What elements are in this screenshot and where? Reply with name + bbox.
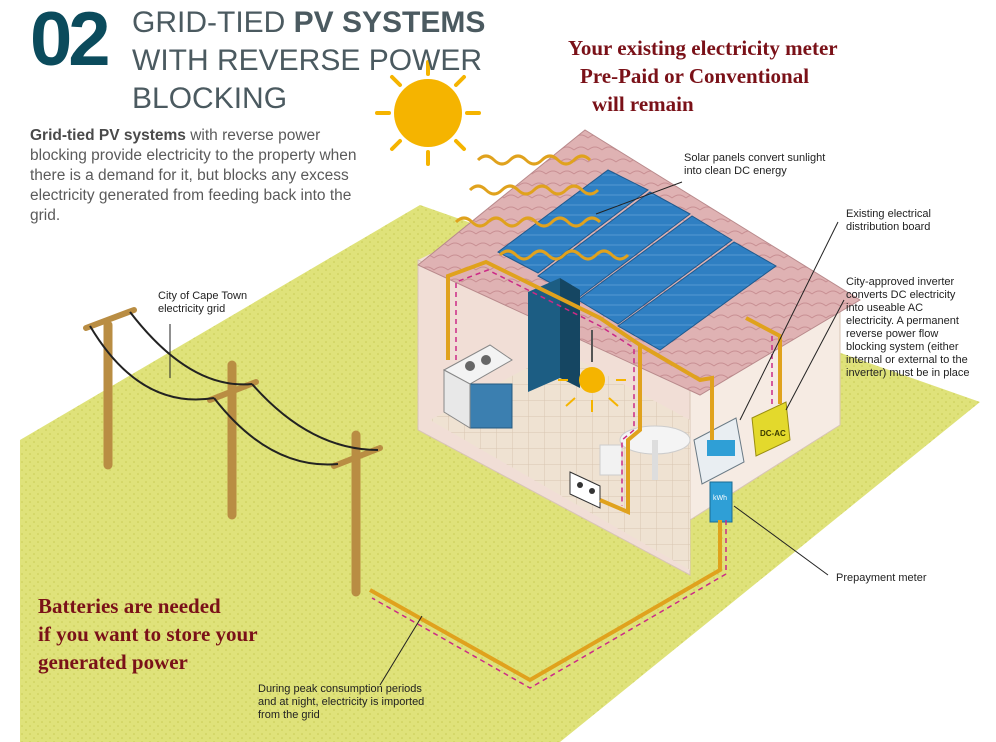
battery-note-line1: Batteries are needed — [38, 594, 221, 618]
prepayment-meter-box: kWh — [709, 481, 733, 523]
inverter-box: DC-AC — [751, 401, 791, 457]
intro-text: with reverse power blocking provide elec… — [30, 127, 357, 224]
current-arrows — [371, 269, 773, 689]
intro-paragraph: Grid-tied PV systems with reverse power … — [30, 126, 370, 226]
house-wiring — [369, 259, 782, 683]
inverter-label: City-approved inverter converts DC elect… — [846, 276, 970, 379]
wall-socket — [569, 471, 601, 509]
peak-import-label: During peak consumption periods and at n… — [258, 683, 425, 721]
title-part-rest: WITH REVERSE POWER BLOCKING — [132, 44, 483, 115]
battery-note-line2: if you want to store your — [38, 622, 258, 646]
prepayment-meter-label: Prepayment meter — [836, 572, 927, 584]
leader-lines — [169, 181, 845, 686]
sun-rays — [454, 154, 630, 261]
grid-poles — [83, 307, 383, 597]
meter-box-label: kWh — [713, 495, 727, 502]
grid-wires — [89, 311, 379, 466]
title-part-light: GRID-TIED — [132, 6, 286, 39]
meter-note-line3: will remain — [592, 92, 694, 116]
meter-note: Your existing electricity meter Pre-Paid… — [568, 34, 838, 118]
distribution-board — [693, 417, 745, 485]
section-number: 02 — [30, 0, 111, 82]
sun — [375, 60, 481, 166]
light-bulb — [558, 330, 626, 412]
inverter-box-label: DC-AC — [760, 429, 786, 438]
stove — [442, 344, 513, 429]
meter-note-line1: Your existing electricity meter — [568, 36, 838, 60]
intro-bold: Grid-tied PV systems — [30, 127, 186, 144]
meter-note-line2: Pre-Paid or Conventional — [580, 64, 810, 88]
distribution-board-label: Existing electrical distribution board — [846, 208, 931, 233]
solar-panels-label: Solar panels convert sunlight into clean… — [684, 152, 826, 177]
battery-note: Batteries are needed if you want to stor… — [38, 592, 368, 676]
grid-label: City of Cape Town electricity grid — [158, 290, 248, 315]
title-part-bold: PV SYSTEMS — [293, 6, 486, 39]
battery-note-line3: generated power — [38, 650, 188, 674]
page-title: GRID-TIED PV SYSTEMS WITH REVERSE POWER … — [132, 4, 552, 118]
